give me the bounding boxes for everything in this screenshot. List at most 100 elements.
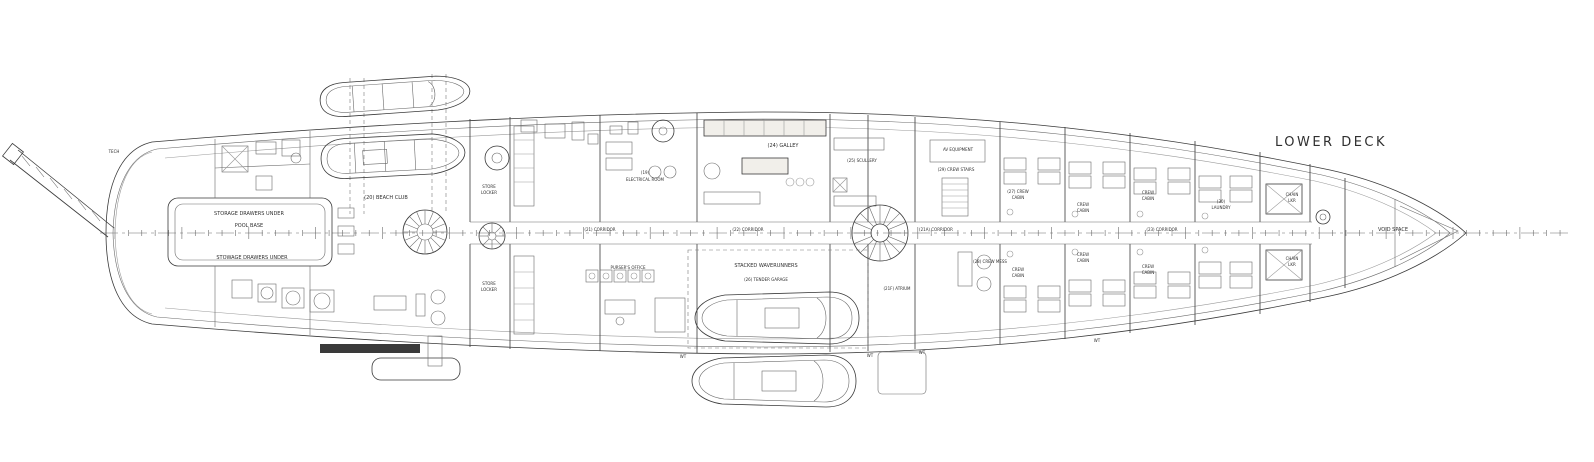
stowed-tenders <box>319 74 471 214</box>
label-wt-1: WT <box>680 354 687 359</box>
stern-passerelle <box>1 142 115 238</box>
bunk-beds-top <box>1003 157 1253 203</box>
label-tech: TECH <box>108 149 120 154</box>
galley-island <box>741 157 789 175</box>
label-corridor-21a: (21A) CORRIDOR <box>919 227 953 232</box>
label-corridor-23: (23) CORRIDOR <box>1146 227 1177 232</box>
label-chain-lkr-top-b: LKR <box>1288 198 1296 203</box>
chain-locker-bottom <box>1265 249 1303 281</box>
bulkheads-corridor <box>469 113 1312 353</box>
label-crew-cabin-2b: CABIN <box>1012 273 1024 278</box>
crew-quarters <box>929 139 1253 313</box>
hull-outer-sheer <box>105 111 1467 355</box>
spiral-staircase <box>851 204 909 262</box>
labels-layer: LOWER DECK STORAGE DRAWERS UNDER POOL BASE… <box>108 135 1408 359</box>
label-store-locker-1a: STORE <box>482 184 496 189</box>
label-crew-cabin-4b: CABIN <box>1077 258 1089 263</box>
label-stacked-waverunners: STACKED WAVERUNNERS <box>734 263 797 269</box>
label-chain-lkr-top-a: CHAIN <box>1286 192 1299 197</box>
centerline-ruler <box>100 227 1568 239</box>
label-beach-club: (20) BEACH CLUB <box>364 195 408 201</box>
tender-boat-2 <box>320 133 466 179</box>
console <box>764 307 800 329</box>
label-crew-cabin-5a: CREW <box>1142 190 1154 195</box>
label-void-space: VOID SPACE <box>1378 227 1408 233</box>
crew-stair <box>941 177 969 217</box>
label-av-equipment: AV EQUIPMENT <box>943 147 974 152</box>
label-crew-mess: (28) CREW MESS <box>973 259 1007 264</box>
label-laundry-b: LAUNDRY <box>1211 205 1231 210</box>
garage-platform-detail <box>877 351 927 395</box>
label-crew-stairs: (29) CREW STAIRS <box>938 167 975 172</box>
label-store-locker-1b: LOCKER <box>481 190 497 195</box>
galley-counter <box>703 119 827 137</box>
label-storage-drawers-under: STORAGE DRAWERS UNDER <box>214 211 284 217</box>
label-crew-cabin-5b: CABIN <box>1142 196 1154 201</box>
label-crew-cabin-4a: CREW <box>1077 252 1089 257</box>
shelving <box>513 125 535 207</box>
hull-inner-sheer <box>112 118 1451 348</box>
label-crew-cabin-3a: CREW <box>1077 202 1089 207</box>
cabin-sinks <box>1006 208 1209 258</box>
label-chain-lkr-bot-b: LKR <box>1288 262 1296 267</box>
label-pool-base: POOL BASE <box>235 223 263 229</box>
midship-rooms <box>513 119 721 335</box>
label-tender-garage: (26) TENDER GARAGE <box>744 277 788 282</box>
platform-detail <box>371 357 461 381</box>
chair <box>615 316 625 326</box>
small-round-stair <box>478 222 506 250</box>
label-electrical-room-b: ELECTRICAL ROOM <box>626 177 665 182</box>
windlass <box>1315 209 1331 225</box>
round-stair <box>402 209 448 255</box>
chain-locker-top <box>1265 183 1303 215</box>
label-wt-4: WT <box>1094 338 1101 343</box>
label-store-locker-2b: LOCKER <box>481 287 497 292</box>
label-electrical-room-a: (19) <box>641 170 650 175</box>
label-corridor-21: (21) CORRIDOR <box>584 227 615 232</box>
bow-compartments <box>1265 178 1459 288</box>
label-lower-deck-title: LOWER DECK <box>1275 135 1387 150</box>
scullery-counter <box>833 137 885 151</box>
desk <box>604 299 636 315</box>
label-crew-cabin-1a: (27) CREW <box>1007 189 1029 194</box>
hatched-equipment <box>221 145 249 173</box>
switchboard <box>605 141 633 155</box>
passerelle-head <box>1 142 25 166</box>
label-laundry-a: (30) <box>1217 199 1226 204</box>
tender-boat-1 <box>319 75 471 117</box>
pool-base-outline <box>167 197 333 267</box>
dumbwaiter <box>832 177 848 193</box>
mess-table <box>976 276 992 292</box>
av-rack <box>929 139 986 163</box>
label-wt-2: WT <box>867 353 874 358</box>
waverunner-2 <box>691 354 857 408</box>
stern-compartments <box>167 131 461 381</box>
label-store-locker-2a: STORE <box>482 281 496 286</box>
label-galley: (24) GALLEY <box>768 143 800 149</box>
label-crew-cabin-1b: CABIN <box>1012 195 1024 200</box>
label-chain-lkr-bot-a: CHAIN <box>1286 256 1299 261</box>
label-scullery: (25) SCULLERY <box>847 158 877 163</box>
label-atrium: (21F) ATRIUM <box>884 286 912 291</box>
mess-bench <box>957 251 973 287</box>
transom-inner-line <box>114 151 153 315</box>
label-corridor-22: (22) CORRIDOR <box>732 227 763 232</box>
deck-edge-line-bottom <box>164 232 1437 340</box>
bunk-beds-bottom <box>1003 261 1253 313</box>
mess-table <box>976 254 992 270</box>
garage-boundary <box>687 249 869 349</box>
station-ticks <box>114 227 1561 239</box>
hatched-beam <box>320 344 420 353</box>
label-crew-cabin-3b: CABIN <box>1077 208 1089 213</box>
label-crew-cabin-6a: CREW <box>1142 264 1154 269</box>
sofa <box>373 295 407 311</box>
shelving <box>513 255 535 335</box>
label-stowage-drawers-under: STOWAGE DRAWERS UNDER <box>216 255 288 261</box>
label-pursers-office: PURSER'S OFFICE <box>610 265 646 270</box>
tender-garage-area <box>687 249 927 408</box>
galley-area <box>703 119 885 207</box>
label-wt-3: WT <box>919 350 926 355</box>
waverunner-1 <box>694 291 860 345</box>
